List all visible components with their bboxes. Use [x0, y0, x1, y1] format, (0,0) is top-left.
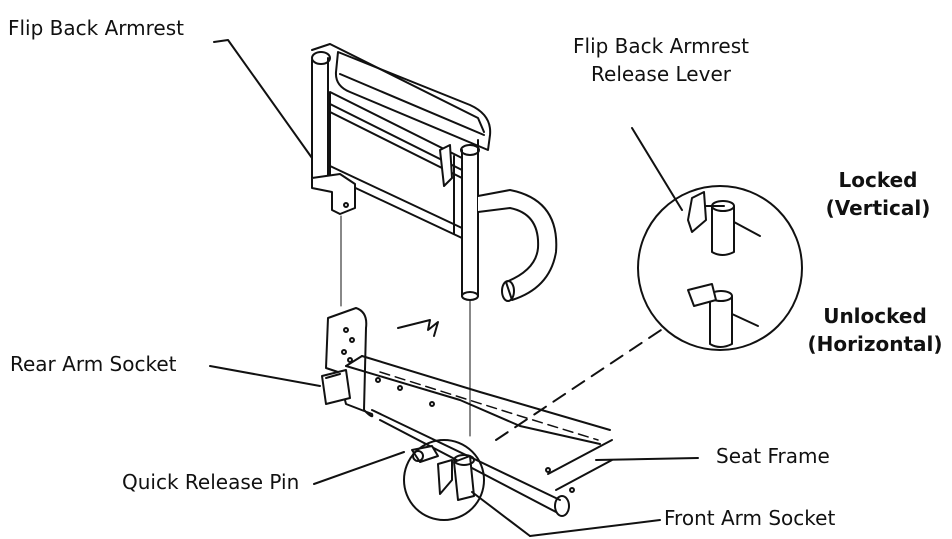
leader-flip-back-armrest	[213, 39, 313, 159]
leader-seat-frame	[595, 457, 699, 461]
label-front-arm-socket: Front Arm Socket	[664, 506, 836, 530]
detail-link-line	[495, 327, 665, 441]
leader-release-lever	[631, 127, 683, 211]
label-locked: Locked	[838, 168, 918, 192]
label-release-lever-line2: Release Lever	[591, 62, 731, 86]
label-quick-release-pin: Quick Release Pin	[122, 470, 300, 494]
seat-frame	[321, 307, 613, 517]
leader-front-arm-socket	[471, 491, 531, 537]
label-flip-back-armrest: Flip Back Armrest	[8, 16, 184, 40]
label-locked-vertical: (Vertical)	[825, 196, 931, 220]
leader-quick-release-pin	[313, 451, 405, 485]
release-lever-detail	[637, 185, 803, 351]
label-unlocked: Unlocked	[823, 304, 927, 328]
leader-front-arm-socket-tail	[529, 519, 661, 537]
label-release-lever-line1: Flip Back Armrest	[573, 34, 749, 58]
flip-back-armrest	[311, 43, 558, 437]
front-arm-socket	[403, 439, 485, 521]
leader-rear-arm-socket	[209, 365, 321, 387]
label-unlocked-horizontal: (Horizontal)	[807, 332, 943, 356]
label-seat-frame: Seat Frame	[716, 444, 830, 468]
label-rear-arm-socket: Rear Arm Socket	[10, 352, 177, 376]
